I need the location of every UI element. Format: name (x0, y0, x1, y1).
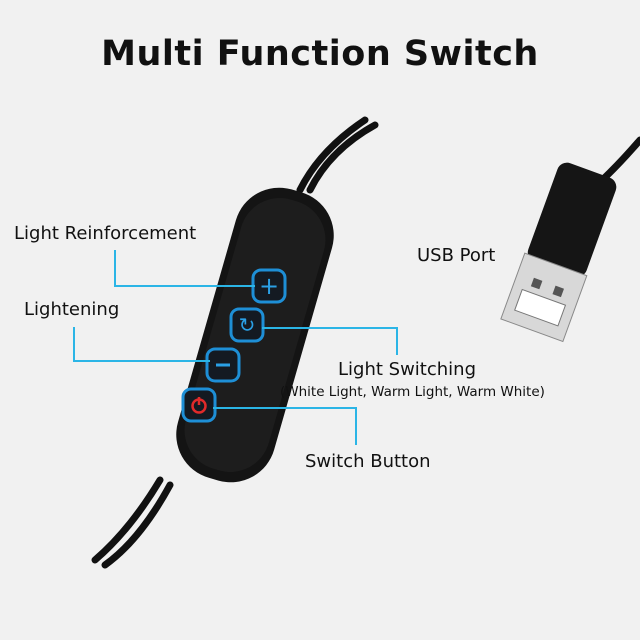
label-switch-button: Switch Button (305, 451, 431, 472)
svg-text:↻: ↻ (239, 313, 256, 337)
callout-lines (73, 250, 398, 445)
minus-button[interactable] (205, 347, 241, 383)
page-title: Multi Function Switch (101, 34, 539, 74)
label-light-switching-modes: (White Light, Warm Light, Warm White) (280, 384, 545, 400)
plus-button[interactable]: + (251, 268, 287, 304)
label-lightening: Lightening (24, 299, 120, 320)
svg-text:+: + (259, 272, 279, 300)
cycle-button[interactable]: ↻ (229, 307, 265, 343)
power-button[interactable] (181, 387, 217, 423)
label-light-switching: Light Switching (338, 359, 476, 380)
label-usb-port: USB Port (417, 245, 496, 266)
usb-plug (500, 162, 617, 343)
label-light-reinforcement: Light Reinforcement (14, 223, 197, 244)
